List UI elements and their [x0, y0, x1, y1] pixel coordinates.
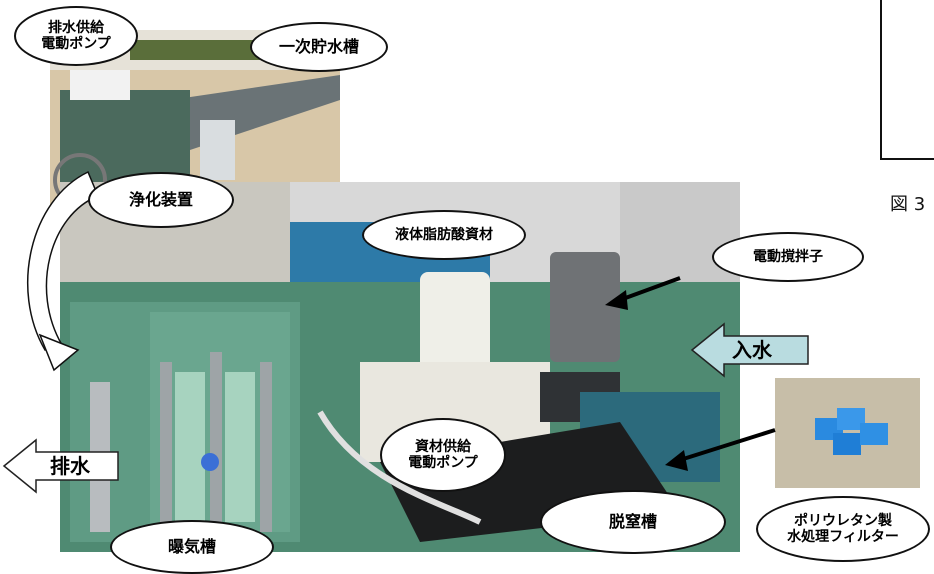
motor-stirrer-callout: 電動撹拌子: [712, 232, 864, 282]
drain-pump-callout: 排水供給 電動ポンプ: [14, 6, 138, 66]
filter-pointer-arrow: [679, 428, 776, 462]
motor-pointer-arrow: [619, 276, 681, 302]
outflow-label: 排水: [50, 454, 91, 478]
liquid-material-callout: 液体脂肪酸資材: [362, 210, 526, 260]
purifier-callout: 浄化装置: [88, 172, 234, 228]
inflow-label: 入水: [732, 338, 773, 362]
denitrification-tank-callout: 脱窒槽: [540, 490, 726, 554]
aeration-tank-callout: 曝気槽: [110, 520, 274, 574]
filter-photo: [775, 378, 920, 488]
inflow-arrow: 入水: [690, 322, 809, 378]
primary-tank-callout: 一次貯水槽: [250, 22, 388, 72]
outflow-arrow: 排水: [2, 438, 119, 494]
polyurethane-filter-callout: ポリウレタン製 水処理フィルター: [756, 496, 930, 562]
material-pump-callout: 資材供給 電動ポンプ: [380, 418, 506, 492]
figure-frame: [880, 0, 934, 160]
figure-label: 図 3: [890, 194, 926, 215]
